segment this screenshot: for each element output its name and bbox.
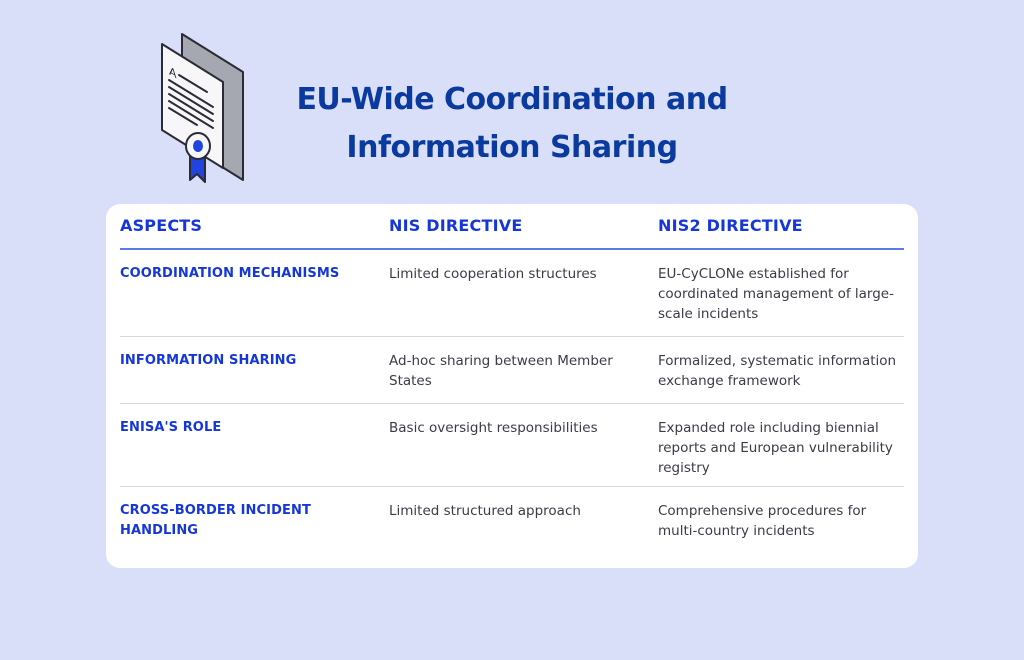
aspect-cell: CROSS-BORDER INCIDENT HANDLING: [120, 503, 311, 538]
table-row: INFORMATION SHARING Ad-hoc sharing betwe…: [120, 337, 904, 404]
nis2-cell: Comprehensive procedures for multi-count…: [658, 503, 867, 539]
nis-cell: Limited structured approach: [389, 503, 581, 519]
table-header-row: ASPECTS NIS DIRECTIVE NIS2 DIRECTIVE: [120, 204, 904, 250]
aspect-cell: COORDINATION MECHANISMS: [120, 266, 340, 281]
page-title: EU-Wide Coordination and Information Sha…: [262, 76, 762, 172]
svg-text:A: A: [169, 64, 177, 82]
column-header-nis: NIS DIRECTIVE: [389, 216, 523, 235]
title-line-1: EU-Wide Coordination and: [296, 82, 728, 117]
comparison-table: ASPECTS NIS DIRECTIVE NIS2 DIRECTIVE COO…: [106, 204, 918, 568]
nis-cell: Ad-hoc sharing between Member States: [389, 353, 613, 389]
column-header-nis2: NIS2 DIRECTIVE: [658, 216, 803, 235]
certificate-document-icon: A: [161, 33, 244, 183]
title-line-2: Information Sharing: [346, 130, 678, 165]
nis2-cell: EU-CyCLONe established for coordinated m…: [658, 266, 894, 322]
table-row: ENISA'S ROLE Basic oversight responsibil…: [120, 404, 904, 487]
nis-cell: Basic oversight responsibilities: [389, 420, 598, 436]
column-header-aspects: ASPECTS: [120, 216, 203, 235]
aspect-cell: INFORMATION SHARING: [120, 353, 297, 368]
table-row: CROSS-BORDER INCIDENT HANDLING Limited s…: [120, 487, 904, 567]
nis2-cell: Formalized, systematic information excha…: [658, 353, 897, 389]
nis2-cell: Expanded role including biennial reports…: [658, 420, 893, 476]
table-row: COORDINATION MECHANISMS Limited cooperat…: [120, 250, 904, 337]
nis-cell: Limited cooperation structures: [389, 266, 597, 282]
aspect-cell: ENISA'S ROLE: [120, 420, 222, 435]
